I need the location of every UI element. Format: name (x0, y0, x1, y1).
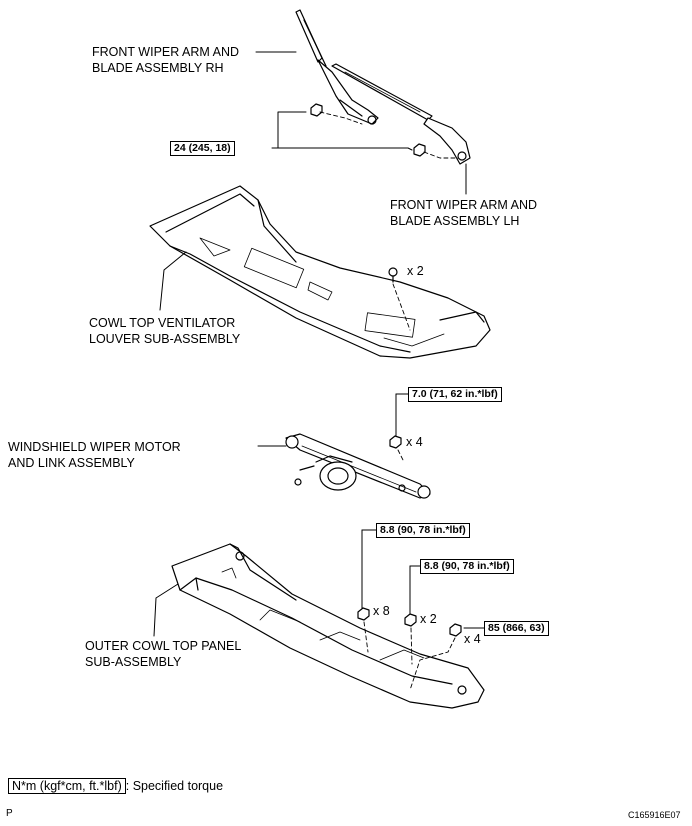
panel-bolt-b (404, 613, 417, 627)
label-wiper-lh: FRONT WIPER ARM AND BLADE ASSEMBLY LH (390, 198, 538, 228)
qty-panel-bolt-b: x 2 (420, 612, 437, 626)
qty-motor-bolt: x 4 (406, 435, 423, 449)
figure-code: C165916E07 (628, 810, 681, 820)
panel-bolt-a (357, 607, 370, 621)
wiper-motor-part (285, 433, 431, 499)
torque-arm-nut: 24 (245, 18) (170, 141, 235, 156)
legend-unit-box: N*m (kgf*cm, ft.*lbf) (8, 778, 126, 794)
qty-panel-bolt-a: x 8 (373, 604, 390, 618)
torque-panel-bolt-b: 8.8 (90, 78 in.*lbf) (420, 559, 514, 574)
louver-clip (388, 267, 398, 283)
arm-nut-rh (310, 103, 323, 117)
arm-nut-lh (413, 143, 426, 157)
qty-clip: x 2 (407, 264, 424, 278)
motor-bolt (389, 435, 402, 449)
corner-mark-left: P (6, 808, 13, 819)
qty-panel-bolt-c: x 4 (464, 632, 481, 646)
label-outer-cowl: OUTER COWL TOP PANEL SUB-ASSEMBLY (85, 639, 242, 669)
torque-legend: N*m (kgf*cm, ft.*lbf): Specified torque (8, 778, 224, 794)
torque-panel-bolt-a: 8.8 (90, 78 in.*lbf) (376, 523, 470, 538)
cowl-louver-part (149, 185, 491, 359)
panel-bolt-c (449, 623, 462, 637)
label-wiper-rh: FRONT WIPER ARM AND BLADE ASSEMBLY RH (92, 45, 240, 75)
torque-panel-bolt-c: 85 (866, 63) (484, 621, 549, 636)
wiper-arm-rh-part (295, 9, 379, 125)
wiper-arm-lh-part (331, 63, 471, 165)
label-cowl-louver: COWL TOP VENTILATOR LOUVER SUB-ASSEMBLY (89, 316, 241, 346)
legend-text: : Specified torque (125, 779, 224, 793)
outer-cowl-panel-part (171, 543, 485, 709)
torque-motor-bolt: 7.0 (71, 62 in.*lbf) (408, 387, 502, 402)
label-wiper-motor: WINDSHIELD WIPER MOTOR AND LINK ASSEMBLY (8, 440, 181, 470)
